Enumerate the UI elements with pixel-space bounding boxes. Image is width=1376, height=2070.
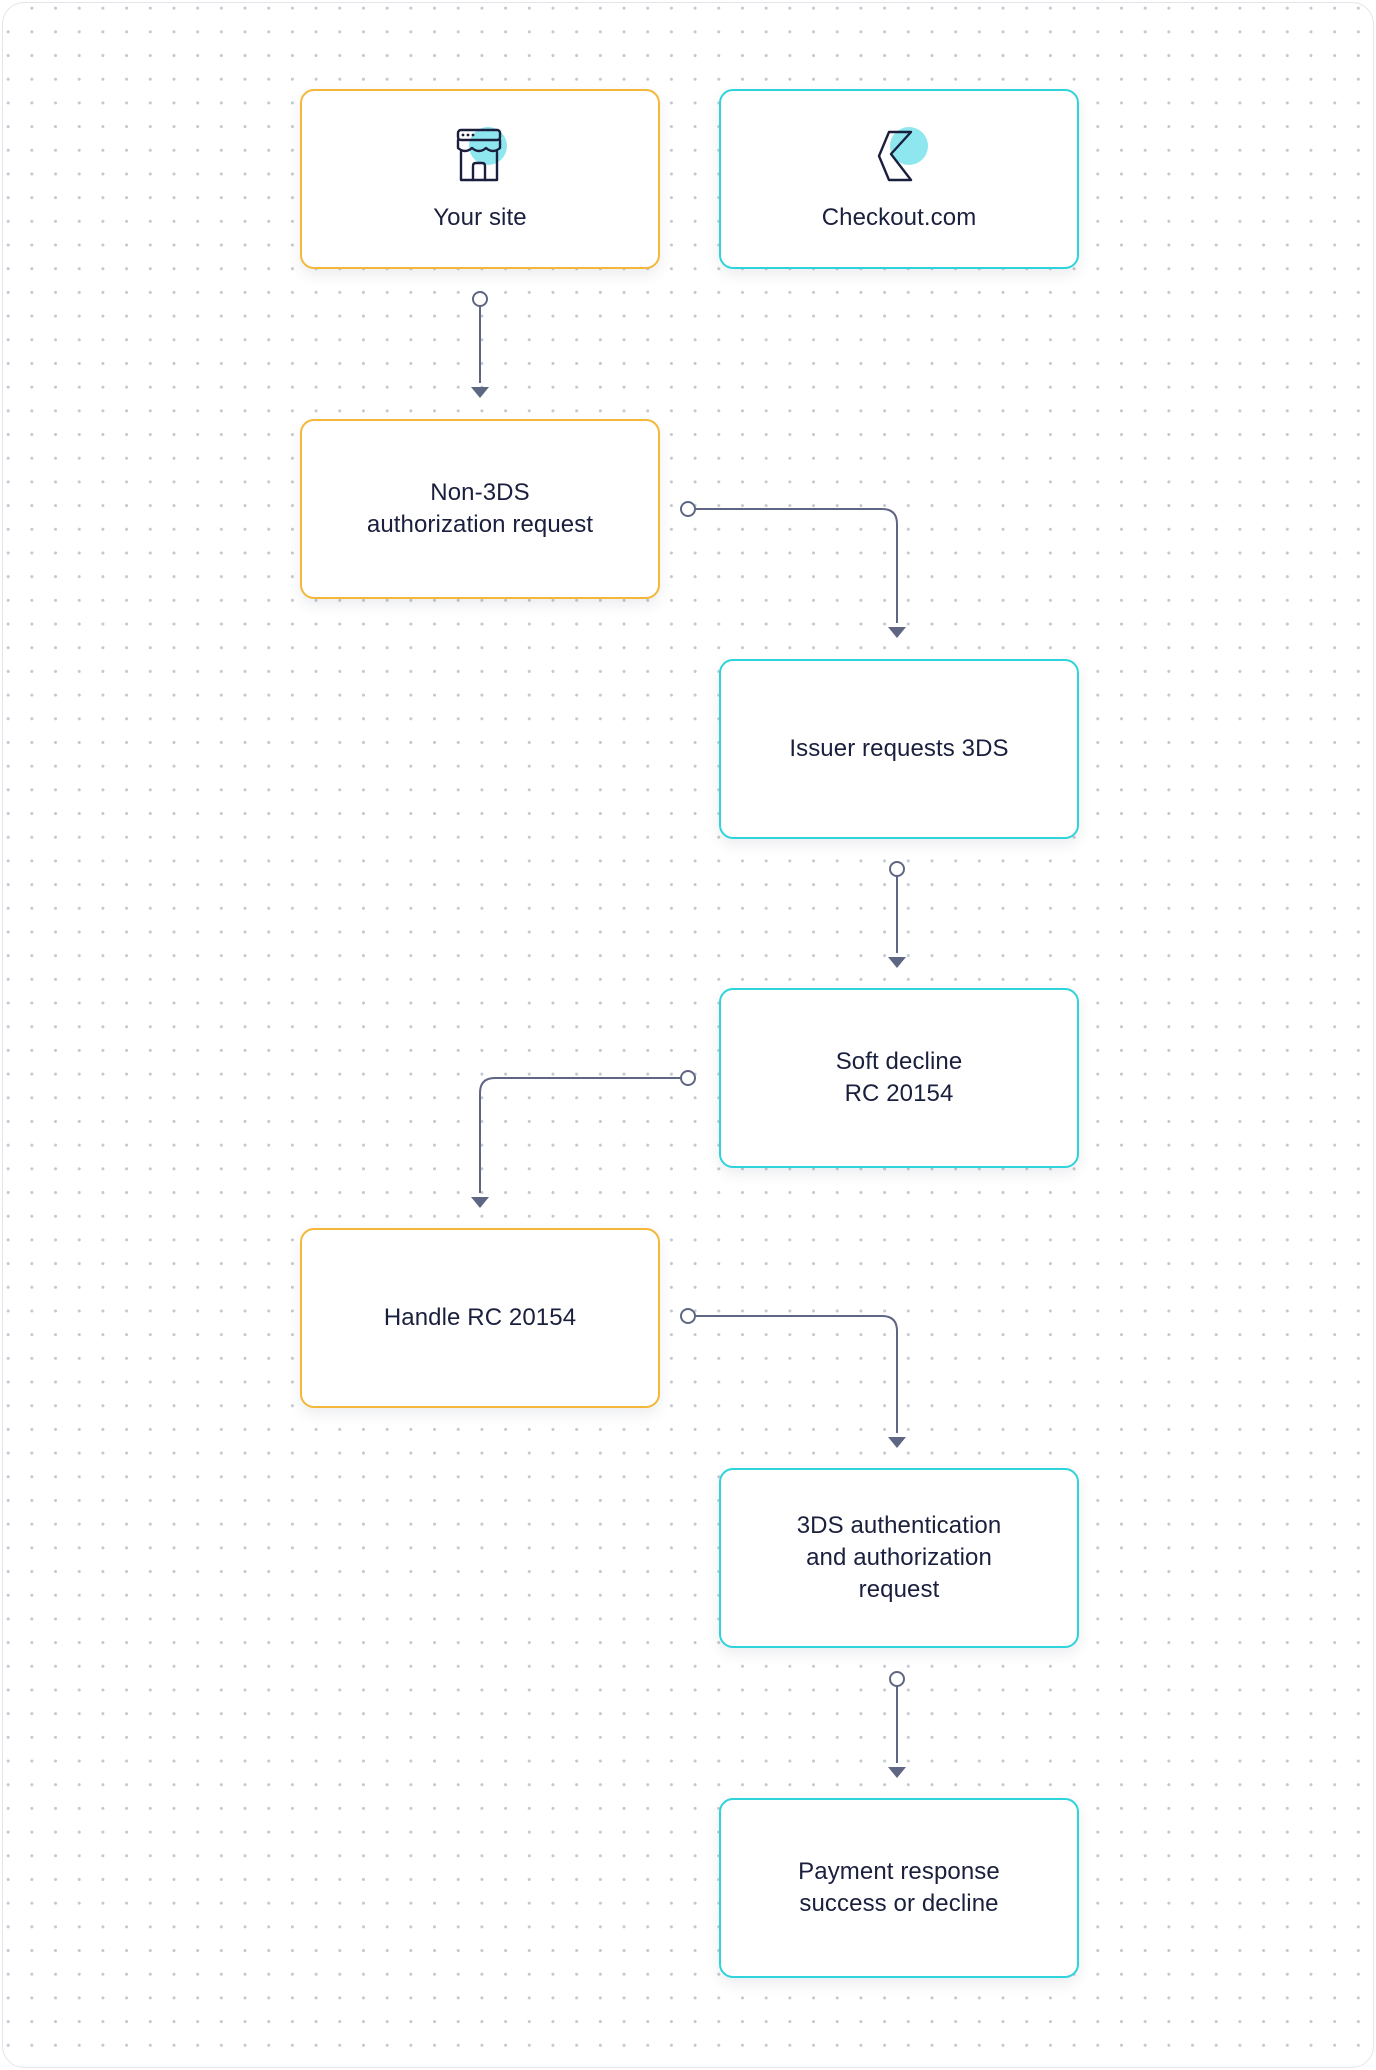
step-label-line: 3DS authentication: [796, 1512, 1002, 1539]
step-handle-rc: Handle RC 20154: [300, 1228, 660, 1408]
step-label-line: and authorization: [806, 1544, 992, 1571]
step-payment-response: Payment response success or decline: [719, 1798, 1079, 1978]
arrow-head: [471, 1197, 489, 1208]
checkout-node: Checkout.com: [719, 89, 1079, 269]
step-label-line: request: [858, 1576, 940, 1603]
checkout-label: Checkout.com: [821, 204, 977, 231]
step-label-line: Handle RC 20154: [383, 1304, 577, 1331]
step-label-line: RC 20154: [844, 1080, 954, 1107]
connector-start-dot: [889, 1671, 905, 1687]
connector-softdecline-to-handle: [479, 1077, 688, 1193]
step-3ds-auth-request: 3DS authentication and authorization req…: [719, 1468, 1079, 1648]
your-site-label: Your site: [433, 204, 527, 231]
connector-start-dot: [680, 1070, 696, 1086]
flow-connectors: [471, 291, 906, 1778]
connector-handle-to-auth: [696, 1315, 898, 1433]
connector-request-to-issuer: [696, 508, 898, 623]
your-site-node: Your site: [300, 89, 660, 269]
arrow-head: [888, 1437, 906, 1448]
connector-start-dot: [680, 1308, 696, 1324]
step-soft-decline: Soft decline RC 20154: [719, 988, 1079, 1168]
connector-start-dot: [889, 861, 905, 877]
step-label-line: Non-3DS: [430, 479, 530, 506]
storefront-icon: [456, 127, 507, 182]
step-label-line: Soft decline: [835, 1048, 963, 1075]
checkout-logo-icon: [877, 127, 928, 182]
step-label-line: Payment response: [798, 1858, 1000, 1885]
step-issuer-requests-3ds: Issuer requests 3DS: [719, 659, 1079, 839]
connector-start-dot: [472, 291, 488, 307]
step-label-line: success or decline: [799, 1890, 999, 1917]
step-label-line: Issuer requests 3DS: [789, 735, 1009, 762]
step-label-line: authorization request: [366, 511, 594, 538]
connector-start-dot: [680, 501, 696, 517]
arrow-head: [888, 1767, 906, 1778]
arrow-head: [888, 627, 906, 638]
arrow-head: [471, 387, 489, 398]
step-non3ds-request: Non-3DS authorization request: [300, 419, 660, 599]
arrow-head: [888, 957, 906, 968]
